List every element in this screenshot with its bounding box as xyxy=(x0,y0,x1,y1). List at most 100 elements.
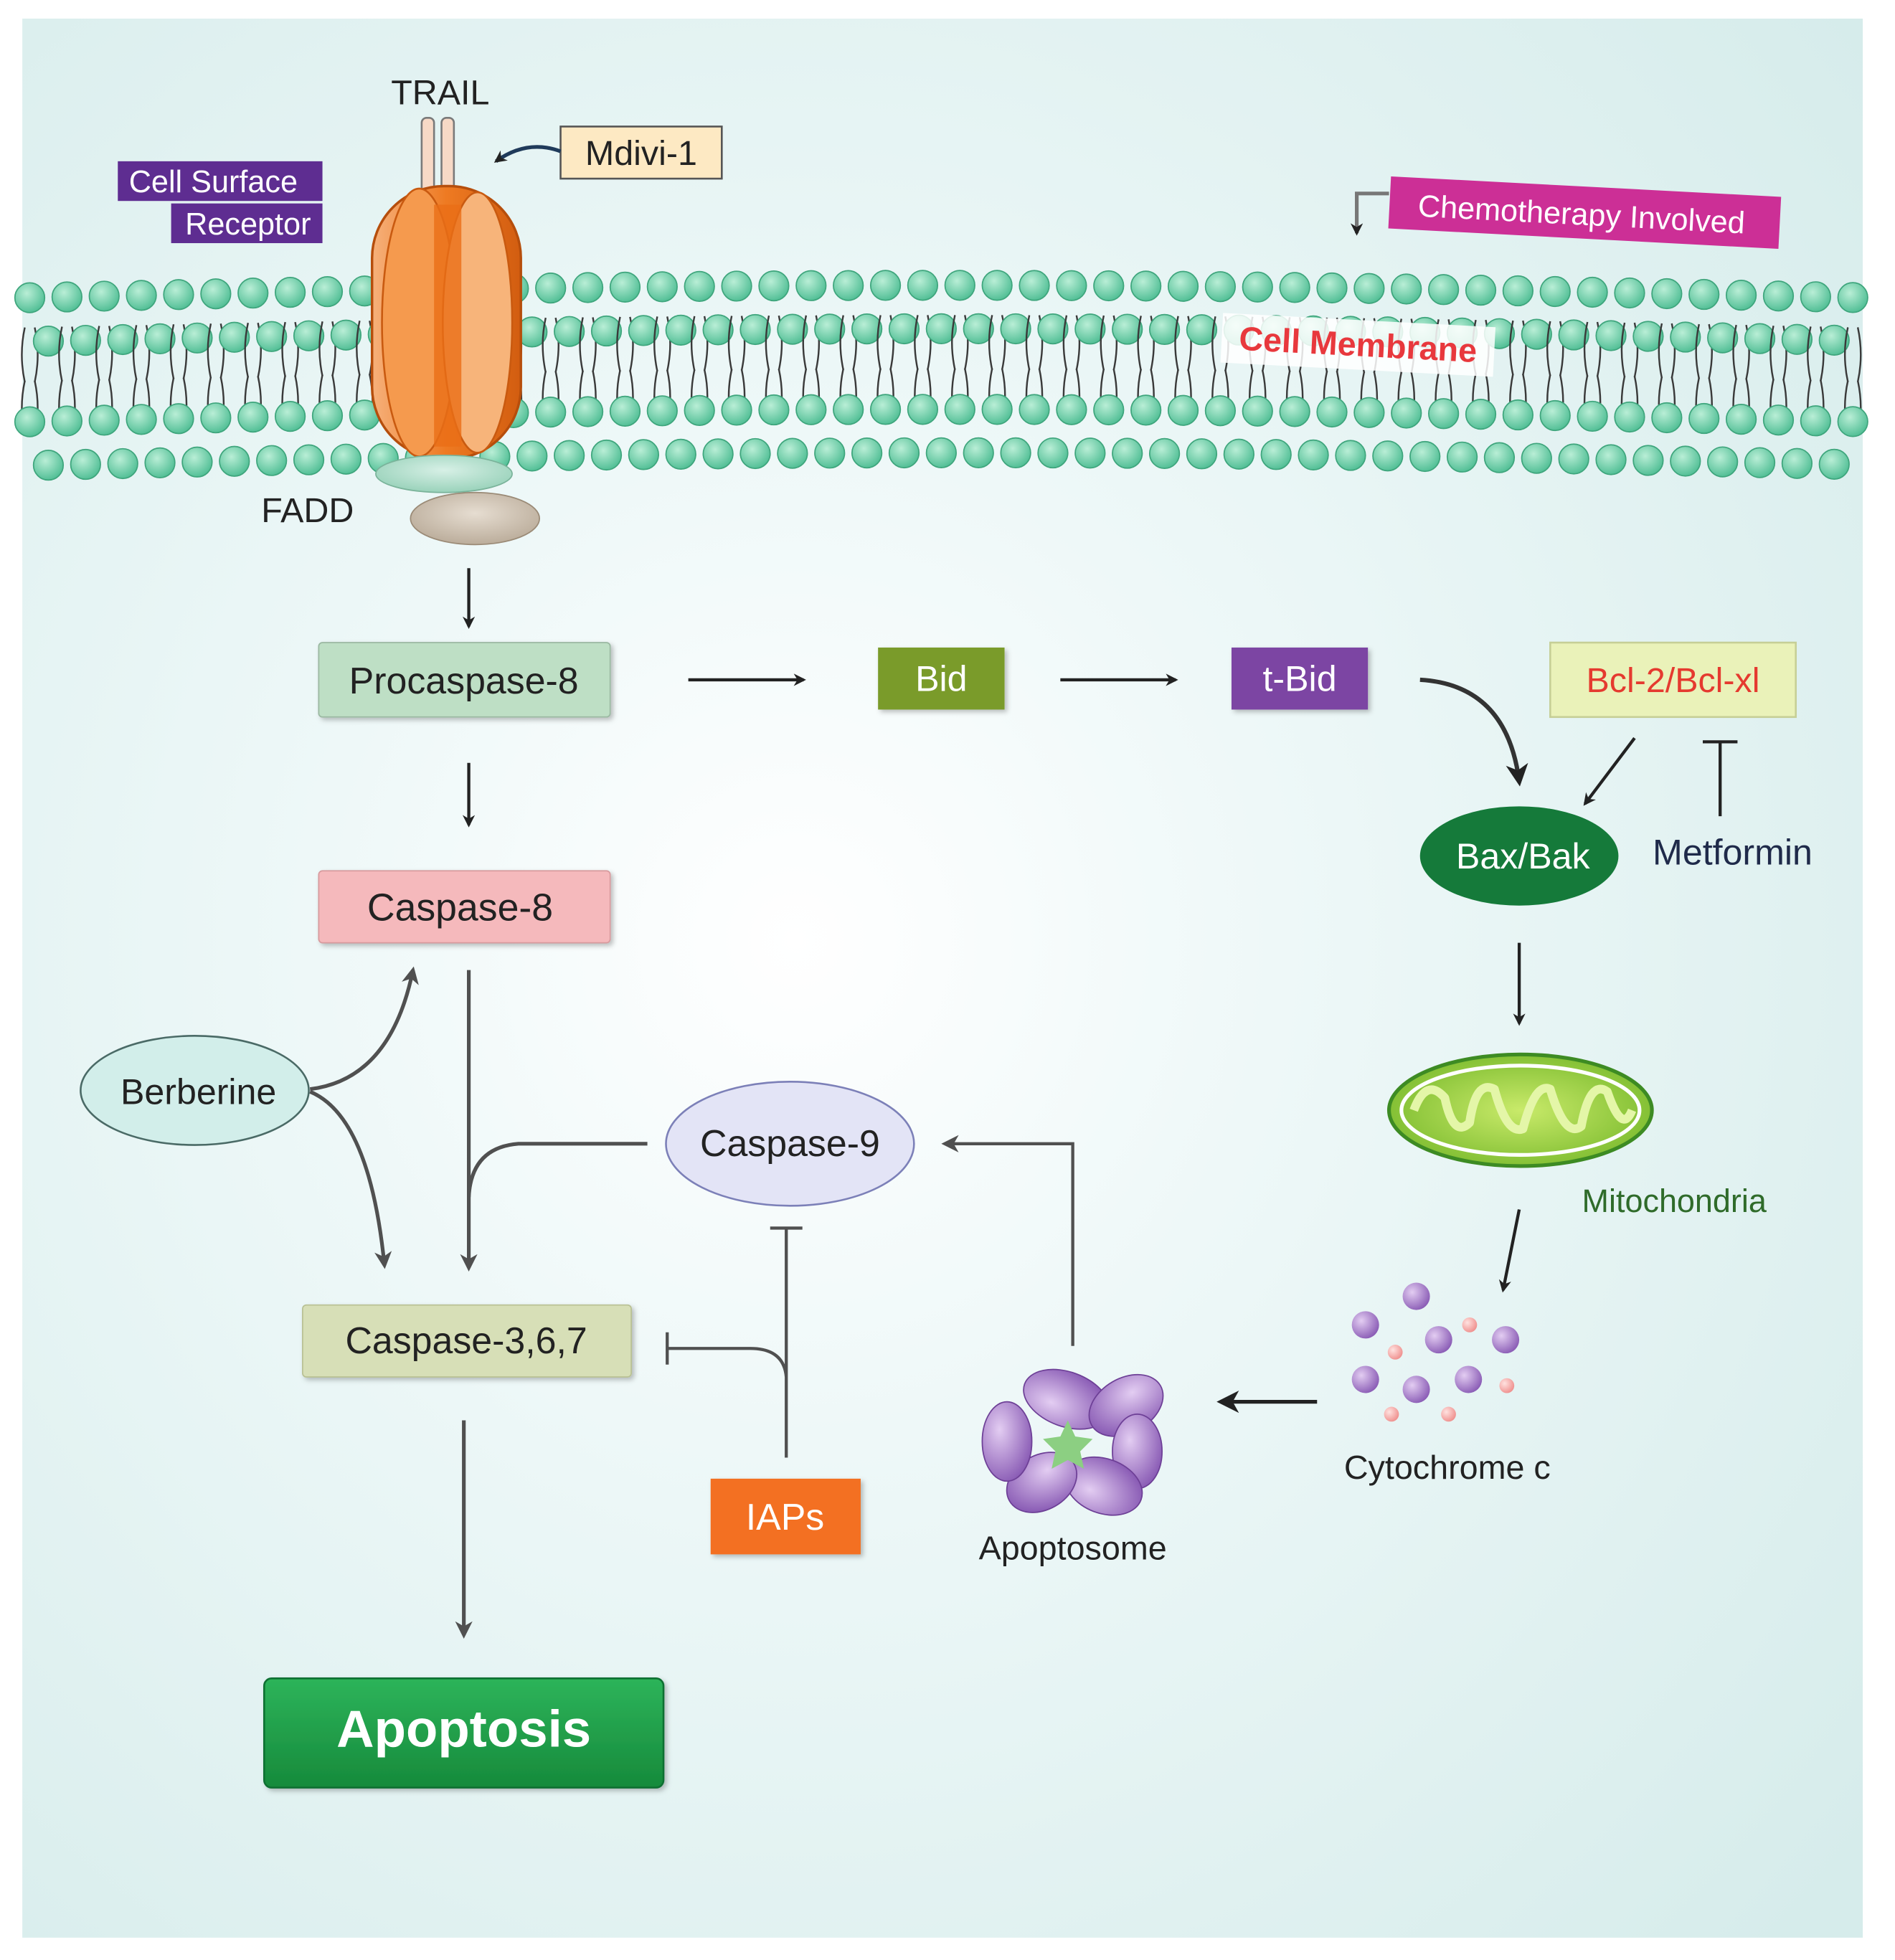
lipid-head xyxy=(1521,318,1552,350)
lipid-head xyxy=(1242,395,1273,427)
cell-surface-label: Cell Surface xyxy=(129,165,298,199)
cell-membrane-label-bg xyxy=(1220,313,1496,377)
lipid-head xyxy=(1539,275,1571,308)
lipid-head xyxy=(628,439,659,470)
lipid-head xyxy=(1502,399,1534,431)
chemotherapy-arrow xyxy=(1350,191,1389,236)
lipid-head xyxy=(1651,278,1683,310)
lipid-head xyxy=(590,439,623,471)
iaps-label: IAPs xyxy=(746,1496,825,1538)
arrow-berberine-to-caspase367 xyxy=(309,1089,392,1269)
lipid-head xyxy=(1279,396,1310,427)
lipid-head xyxy=(814,437,846,469)
lipid-head xyxy=(554,440,585,471)
arrow-caspase9-to-caspase367 xyxy=(466,1142,648,1198)
lipid-head xyxy=(944,394,975,425)
lipid-tail xyxy=(542,317,547,373)
lipid-head xyxy=(1781,323,1813,355)
lipid-head xyxy=(237,402,269,433)
lipid-head xyxy=(1130,394,1162,426)
lipid-head xyxy=(665,314,696,346)
lipid-head xyxy=(51,281,82,313)
lipid-tail xyxy=(1100,315,1105,371)
lipid-head xyxy=(628,315,659,346)
lipid-tail xyxy=(1620,322,1626,378)
lipid-head xyxy=(88,280,120,312)
cyt-particle-small xyxy=(1384,1406,1399,1422)
lipid-head xyxy=(1670,445,1701,477)
trail-ligand-left xyxy=(420,117,435,196)
lipid-head xyxy=(646,395,678,427)
lipid-head xyxy=(51,405,82,437)
lipid-tail xyxy=(169,324,175,379)
lipid-head xyxy=(963,437,994,468)
lipid-head xyxy=(1744,323,1776,354)
baxbak-label: Bax/Bak xyxy=(1456,836,1591,876)
caspase8-node: Caspase-8 xyxy=(318,870,611,944)
lipid-head xyxy=(869,394,902,425)
lipid-head xyxy=(1762,280,1795,312)
lipid-tail xyxy=(244,322,249,378)
lipid-head xyxy=(1837,282,1868,313)
lipid-tail xyxy=(1137,316,1142,371)
lipid-head xyxy=(814,313,846,345)
cell-surface-receptor-label: Cell Surface Receptor xyxy=(118,161,323,244)
lipid-head xyxy=(70,448,101,480)
lipid-head xyxy=(1112,437,1143,469)
apoptosome-star xyxy=(1043,1420,1093,1469)
cell-membrane-label: Cell Membrane xyxy=(1220,313,1496,377)
receptor-label-bg xyxy=(171,203,323,244)
lipid-head xyxy=(1744,447,1776,478)
lipid-head xyxy=(1558,319,1589,351)
lipid-head xyxy=(1019,394,1050,425)
lipid-head xyxy=(200,402,232,434)
lipid-head xyxy=(144,447,176,478)
lipid-head xyxy=(833,270,864,301)
lipid-head xyxy=(1428,398,1460,430)
lipid-head xyxy=(256,445,288,476)
lipid-head xyxy=(256,321,288,352)
cyt-particle xyxy=(1402,1282,1430,1310)
cyt-particle-small xyxy=(1499,1378,1515,1393)
tbid-node: t-Bid xyxy=(1231,647,1369,710)
trail-label: TRAIL xyxy=(391,73,489,112)
lipid-head xyxy=(1074,437,1106,469)
lipid-tail xyxy=(727,316,733,371)
lipid-head xyxy=(1521,442,1552,474)
caspase367-box xyxy=(302,1304,632,1378)
lipid-head xyxy=(1204,271,1237,303)
lipid-head xyxy=(88,404,120,436)
lipid-head xyxy=(1781,448,1813,479)
mdivi-box-bg xyxy=(559,126,723,180)
lipid-head xyxy=(311,400,344,432)
lipid-tail xyxy=(1546,321,1551,377)
berberine-ellipse xyxy=(80,1035,310,1146)
lipid-head xyxy=(795,394,827,425)
lipid-head xyxy=(1037,437,1069,469)
lipid-head xyxy=(1372,440,1404,472)
lipid-head xyxy=(1539,399,1571,432)
lipid-head xyxy=(126,280,157,311)
lipid-tail xyxy=(1658,323,1663,379)
apoptosome-subunit xyxy=(981,1401,1033,1482)
lipid-head xyxy=(1186,314,1218,346)
lipid-head xyxy=(1056,270,1087,301)
lipid-head xyxy=(888,437,920,469)
lipid-head xyxy=(219,321,250,353)
lipid-head xyxy=(1204,395,1237,427)
lipid-head xyxy=(1019,270,1050,301)
lipid-head xyxy=(1577,276,1608,308)
lipid-head xyxy=(516,440,548,472)
lipid-head xyxy=(1074,313,1106,345)
pathway-arrows xyxy=(309,568,1738,1639)
lipid-head xyxy=(795,270,827,301)
lipid-head xyxy=(1707,446,1739,478)
lipid-head xyxy=(330,443,362,475)
procaspase8-node: Procaspase-8 xyxy=(318,642,611,718)
lipid-head xyxy=(590,315,623,347)
apoptosis-label: Apoptosis xyxy=(336,1700,591,1758)
lipid-tail xyxy=(653,316,658,371)
lipid-head xyxy=(851,313,883,345)
lipid-head xyxy=(293,444,325,475)
